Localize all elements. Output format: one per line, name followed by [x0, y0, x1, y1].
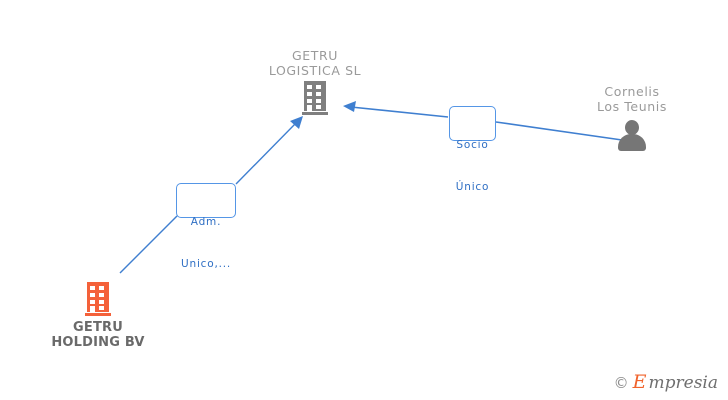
building-icon-window [316, 99, 321, 103]
edge-label-adm-unico-line1: Adm. [190, 216, 222, 228]
building-icon-window [316, 105, 321, 109]
watermark-brand-rest: mpresia [648, 373, 719, 393]
node-cornelis-los-teunis[interactable]: Cornelis Los Teunis [552, 84, 712, 151]
building-icon[interactable] [85, 282, 111, 316]
edge-label-socio-unico-line2: Único [455, 181, 490, 193]
edge-label-socio-unico[interactable]: Socio Único [449, 106, 496, 193]
building-icon-window [90, 300, 95, 304]
node-cornelis-los-teunis-label-line2: Los Teunis [597, 99, 667, 114]
building-icon-window [99, 286, 104, 290]
person-icon-body [618, 134, 646, 151]
edge-label-socio-unico-line1: Socio [456, 139, 489, 151]
person-icon[interactable] [615, 120, 649, 151]
building-icon-window [307, 99, 312, 103]
building-icon-window [99, 300, 104, 304]
building-icon-window [90, 286, 95, 290]
building-icon-window [316, 85, 321, 89]
watermark-empresia: © E mpresia [613, 371, 719, 393]
node-getru-logistica-label-line2: LOGISTICA SL [268, 63, 362, 78]
node-getru-holding-label-line1: GETRU [73, 320, 123, 335]
person-icon-head [625, 120, 639, 135]
node-getru-logistica[interactable]: GETRU LOGISTICA SL [235, 48, 395, 115]
building-icon-window [316, 92, 321, 96]
edge-adm-unico-arrowhead [290, 116, 303, 129]
edge-label-adm-unico-line2: Unico,... [181, 258, 232, 270]
building-icon-window [307, 85, 312, 89]
building-icon-door [307, 105, 312, 111]
building-icon[interactable] [302, 81, 328, 115]
building-icon-window [307, 92, 312, 96]
copyright-icon: © [613, 374, 629, 392]
edge-adm-unico-line-upper [235, 122, 297, 185]
node-getru-holding-label-line2: HOLDING BV [51, 335, 145, 350]
building-icon-window [90, 293, 95, 297]
building-icon-door [90, 306, 95, 312]
edge-label-adm-unico[interactable]: Adm. Unico,... [176, 183, 236, 270]
watermark-brand-initial: E [632, 371, 647, 393]
edge-adm-unico-line-lower [119, 215, 178, 274]
building-icon-window [99, 306, 104, 310]
node-getru-logistica-label-line1: GETRU [291, 48, 339, 63]
building-icon-base [85, 313, 111, 316]
building-icon-base [302, 112, 328, 115]
node-cornelis-los-teunis-label-line1: Cornelis [604, 84, 660, 99]
node-getru-holding[interactable]: GETRU HOLDING BV [18, 282, 178, 350]
building-icon-window [99, 293, 104, 297]
